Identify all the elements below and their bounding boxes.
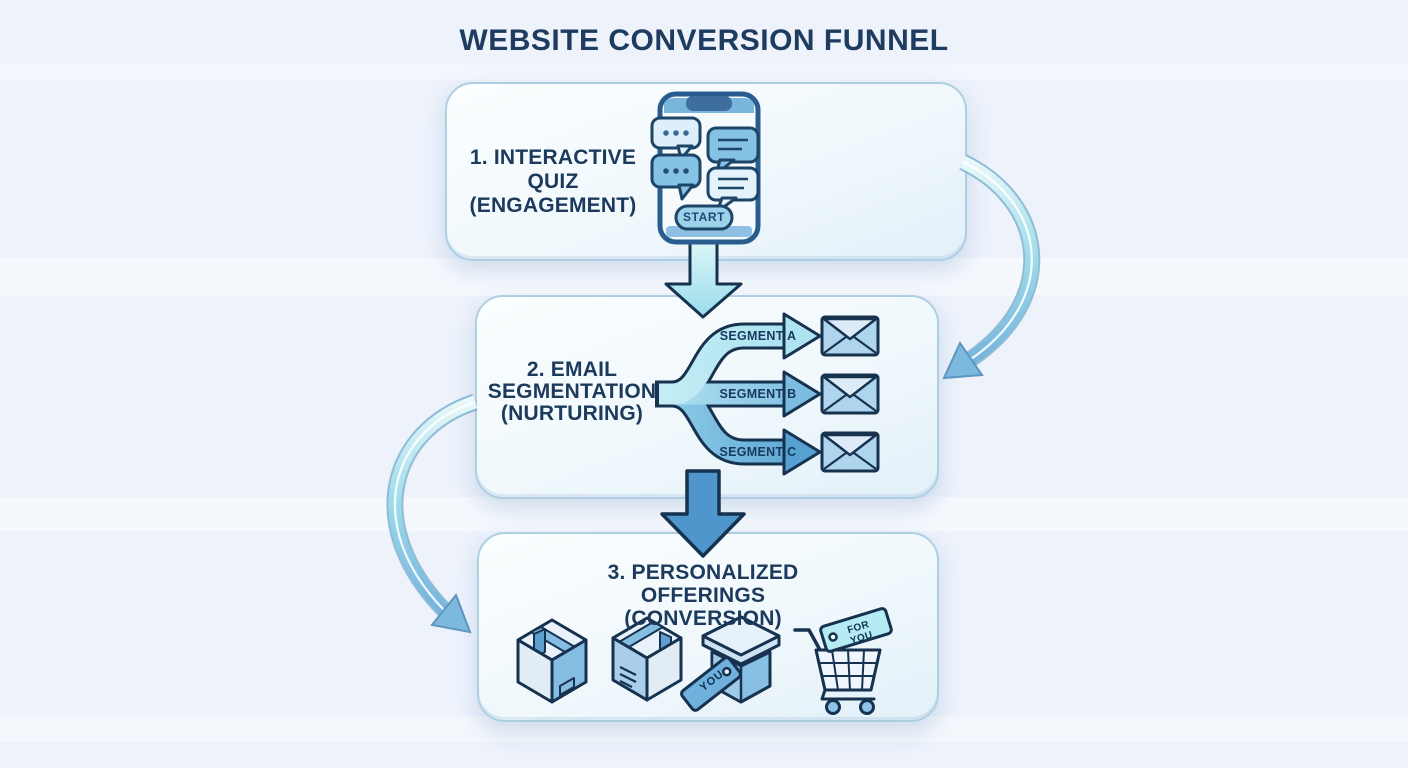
stage2-label: 2. EMAIL SEGMENTATION (NURTURING): [474, 359, 670, 425]
stage3-label-line2: (CONVERSION): [624, 607, 782, 630]
stage3-label-line1: 3. PERSONALIZED OFFERINGS: [607, 561, 799, 607]
segment-a-label: SEGMENT A: [719, 329, 797, 343]
stage3-label: 3. PERSONALIZED OFFERINGS (CONVERSION): [553, 561, 853, 630]
segment-b-label: SEGMENT B: [719, 387, 797, 401]
stage2-label-line2: SEGMENTATION: [487, 380, 657, 403]
background-band: [0, 258, 1408, 296]
stage2-label-line1: 2. EMAIL: [526, 358, 618, 381]
stage2-label-line3: (NURTURING): [500, 402, 644, 425]
stage1-label-line2: (ENGAGEMENT): [469, 194, 637, 217]
segment-c-label: SEGMENT C: [719, 445, 797, 459]
start-button-label: START: [682, 210, 726, 224]
stage1-label-line1: 1. INTERACTIVE QUIZ: [469, 146, 637, 193]
diagram-title: WEBSITE CONVERSION FUNNEL: [459, 24, 949, 57]
stage1-label: 1. INTERACTIVE QUIZ (ENGAGEMENT): [443, 146, 663, 218]
background-band: [0, 64, 1408, 80]
background-band: [0, 497, 1408, 531]
